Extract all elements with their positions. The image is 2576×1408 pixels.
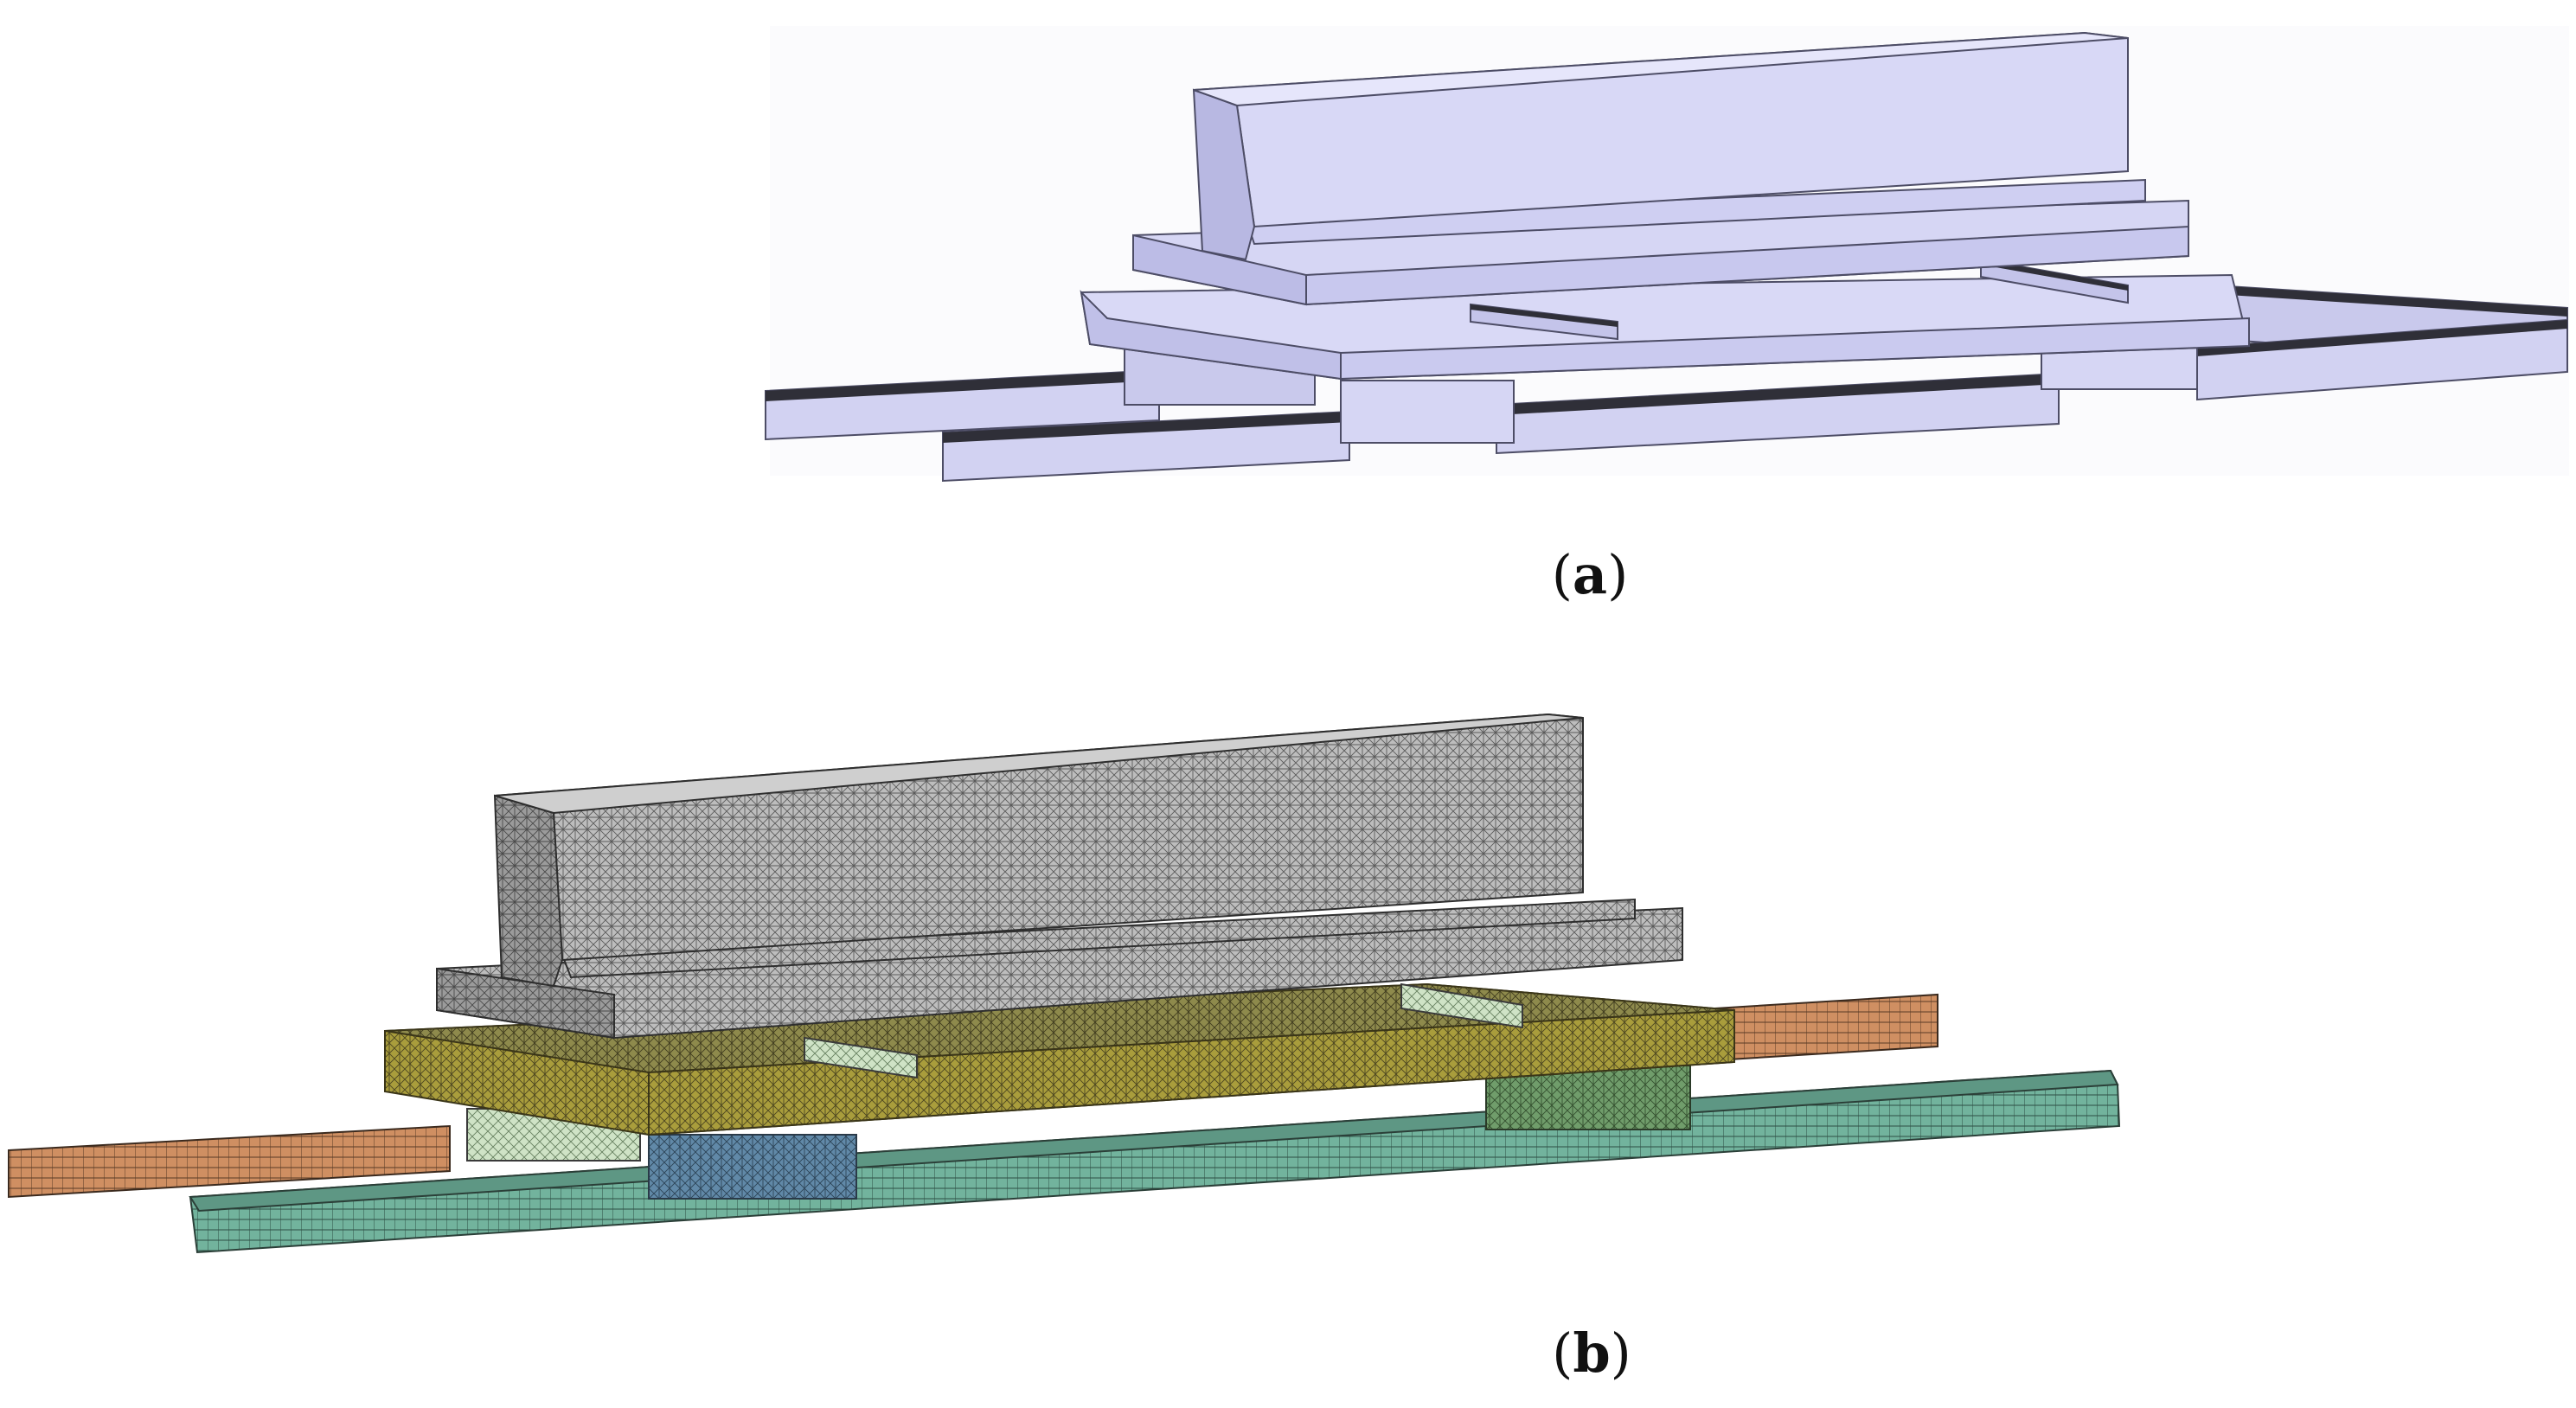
beam-web xyxy=(1192,31,2129,261)
rail-inner-left xyxy=(1470,303,1618,341)
caption-a-label: a xyxy=(1572,543,1608,606)
mesh-rail-inner-left xyxy=(804,1036,918,1079)
caption-b-open: ( xyxy=(1552,1322,1573,1385)
mesh-rail-inner-right xyxy=(1400,982,1523,1029)
mesh-rail-back-left xyxy=(8,1124,451,1199)
panel-a-geometry-model xyxy=(765,26,2569,483)
caption-a-close: ) xyxy=(1607,543,1629,606)
caption-panel-b: (b) xyxy=(1505,1322,1678,1385)
rail-inner-right xyxy=(1980,258,2129,304)
panel-b-mesh-model xyxy=(8,713,2121,1254)
mesh-support-pad-blue xyxy=(648,1134,857,1200)
caption-a-open: ( xyxy=(1551,543,1573,606)
rail-back-left xyxy=(765,368,1160,441)
mesh-beam-web xyxy=(493,713,1584,988)
rail-front-left xyxy=(942,410,1350,483)
caption-panel-a: (a) xyxy=(1503,543,1676,606)
mesh-beam-step xyxy=(561,898,1636,979)
support-block-front xyxy=(1340,380,1515,444)
caption-b-label: b xyxy=(1573,1322,1611,1385)
caption-b-close: ) xyxy=(1610,1322,1631,1385)
mesh-beam-flange-plate xyxy=(436,906,1683,1040)
